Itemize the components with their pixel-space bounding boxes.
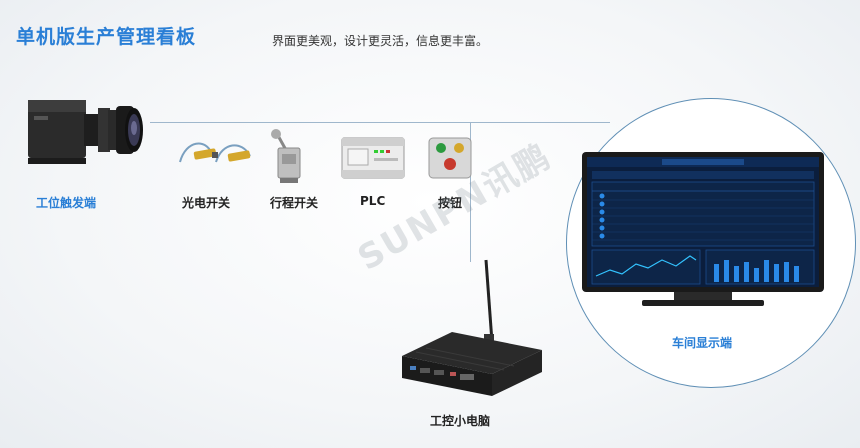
page-title: 单机版生产管理看板 bbox=[16, 26, 197, 48]
mini-pc-icon bbox=[402, 259, 542, 396]
mini-pc-device bbox=[396, 256, 546, 410]
camera-device bbox=[20, 92, 150, 186]
workshop-monitor bbox=[582, 152, 824, 324]
button-box-device bbox=[426, 134, 476, 186]
plc-label: PLC bbox=[360, 194, 386, 208]
display-label: 车间显示端 bbox=[672, 336, 733, 350]
button-box-label: 按钮 bbox=[438, 196, 463, 210]
plc-icon bbox=[341, 137, 405, 179]
camera-label: 工位触发端 bbox=[36, 196, 97, 210]
button-box-icon bbox=[428, 137, 472, 179]
page-subtitle: 界面更美观，设计更灵活，信息更丰富。 bbox=[272, 34, 489, 48]
mini-pc-label: 工控小电脑 bbox=[430, 414, 491, 428]
limit-switch-icon bbox=[271, 129, 301, 183]
photoelectric-switch-icon bbox=[179, 142, 251, 163]
limit-switch-label: 行程开关 bbox=[270, 196, 319, 210]
limit-switch-device bbox=[264, 128, 314, 190]
industrial-camera-icon bbox=[28, 100, 143, 164]
connection-line-vertical bbox=[470, 122, 471, 262]
photo-switch-label: 光电开关 bbox=[182, 196, 231, 210]
connection-line-horizontal bbox=[150, 122, 610, 123]
monitor-icon bbox=[582, 152, 824, 306]
photo-switch-device bbox=[176, 132, 256, 184]
plc-device bbox=[340, 134, 406, 186]
